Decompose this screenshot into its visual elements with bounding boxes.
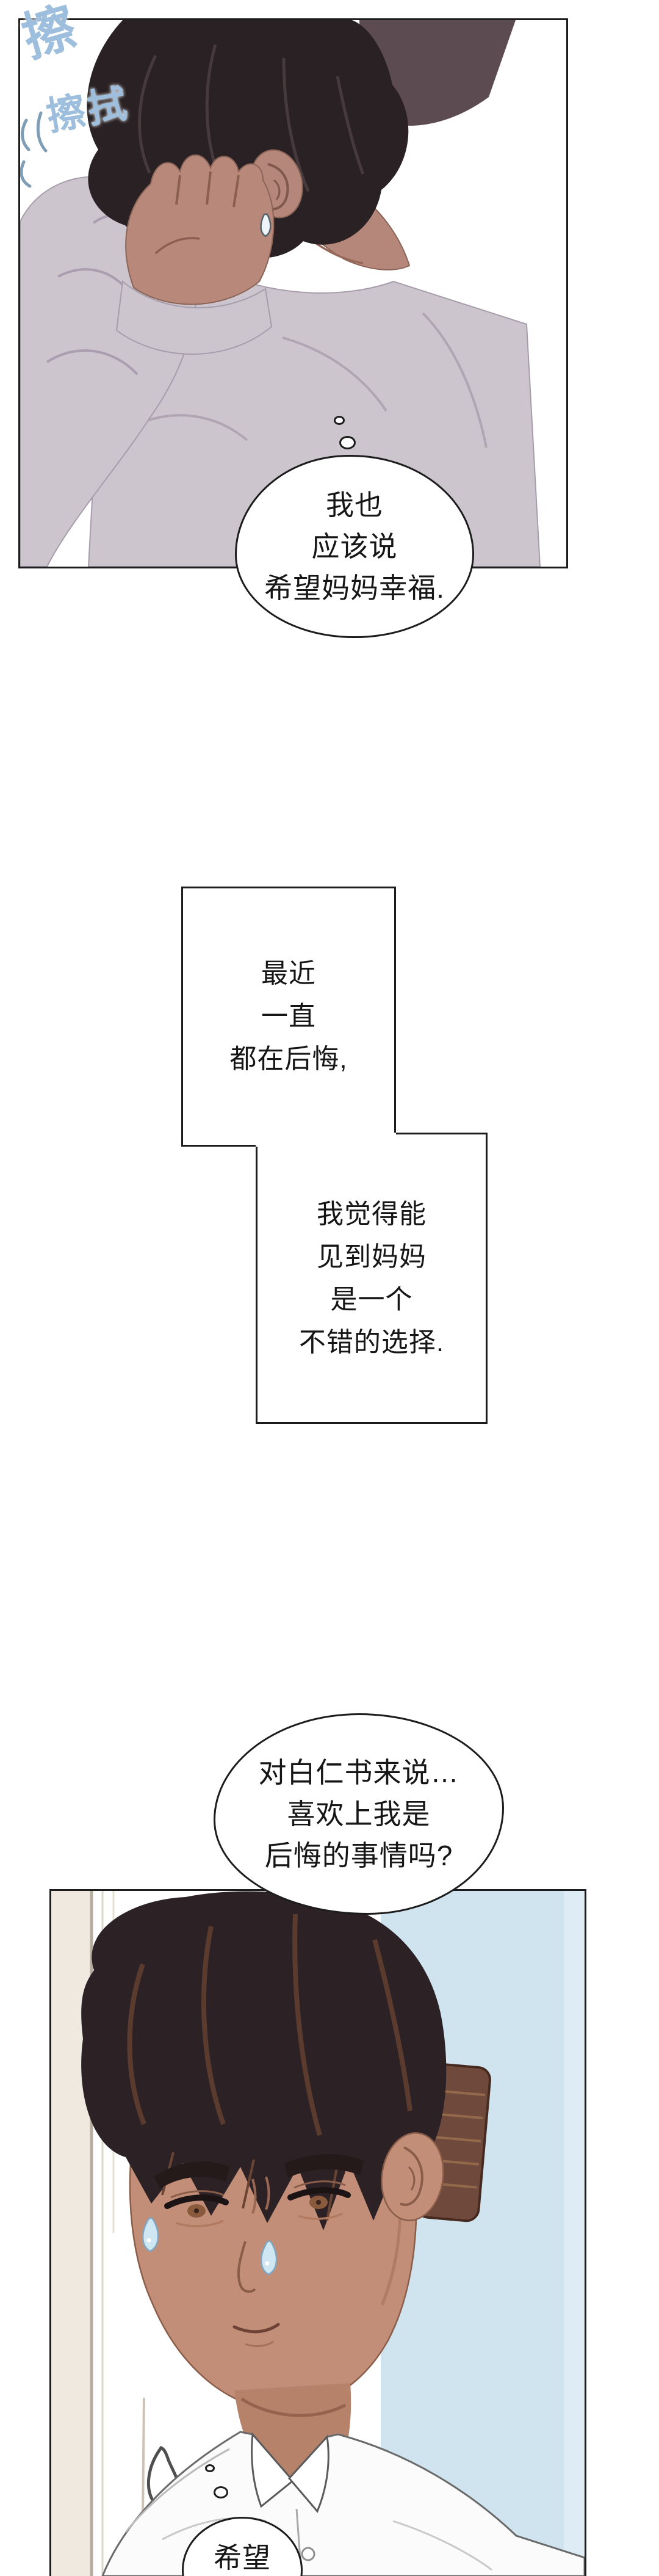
collar-left [251,2432,295,2508]
narration-line: 都在后悔, [229,1044,348,1074]
narration-line: 见到妈妈 [317,1241,427,1272]
narration-box-1: 最近 一直 都在后悔, [181,887,396,1147]
man-back-figure [20,20,541,567]
dialog-line: 我也 [326,489,383,521]
panel-1-illustration [20,20,541,567]
dialog-line: 后悔的事情吗? [264,1840,453,1871]
box-union-patch [256,1133,396,1147]
motion-lines-icon [20,111,48,188]
tears [142,2217,278,2276]
mouth [232,2323,280,2334]
thought-bubble-1: 我也 应该说 希望妈妈幸福. [235,455,474,638]
collar-right [288,2434,330,2513]
panel-2-illustration [51,1891,585,2576]
dialog-line: 对白仁书来说… [258,1757,459,1788]
narration-line: 我觉得能 [317,1199,427,1229]
eyes [164,2180,351,2227]
thought-bubble-2: 对白仁书来说… 喜欢上我是 后悔的事情吗? [214,1713,504,1915]
dialog-line: 应该说 [311,531,398,562]
nose [237,2241,256,2293]
dialog-line: 喜欢上我是 [287,1798,431,1830]
narration-line: 不错的选择. [298,1327,445,1357]
thought-trail-bubble [339,436,356,449]
shirt-button [301,2547,315,2561]
narration-line: 最近 [261,959,316,989]
dialog-line: 希望妈妈幸福. [264,572,445,604]
sleeve-cuff [115,280,273,355]
panel-1 [18,18,568,568]
ear [381,2132,444,2221]
narration-line: 是一个 [330,1284,413,1315]
sweat-drop-icon [260,213,272,238]
dialog-line: 希望 [214,2542,271,2574]
eyebrows [154,2154,364,2189]
thought-trail-bubble [205,2464,215,2472]
hair [81,1891,447,2230]
narration-line: 一直 [261,1001,316,1031]
thought-trail-bubble [214,2486,228,2498]
panel-2 [49,1889,586,2576]
thought-trail-bubble [334,416,345,425]
narration-box-2: 我觉得能 见到妈妈 是一个 不错的选择. [256,1133,488,1424]
